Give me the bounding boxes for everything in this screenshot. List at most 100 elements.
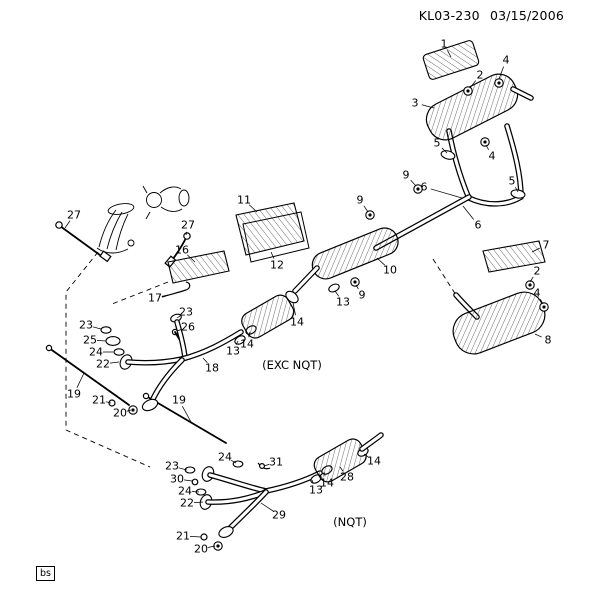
callout-leader-12 [270, 251, 275, 259]
callout-20: 20 [113, 407, 127, 420]
callout-leader-14 [363, 453, 369, 458]
rear-muffler-right-assembly [452, 280, 549, 355]
callout-leader-4 [540, 298, 544, 305]
hanger-grommet-4b [480, 137, 490, 147]
callout-25: 25 [83, 334, 97, 347]
callout-26: 26 [181, 321, 195, 334]
callout-leader-5 [515, 186, 519, 193]
callout-23: 23 [179, 306, 193, 319]
callout-6: 6 [475, 219, 482, 232]
callout-16: 16 [175, 244, 189, 257]
hanger-grommet-2b [525, 280, 535, 290]
callout-leader-21 [189, 536, 202, 538]
callout-4: 4 [489, 150, 496, 163]
document-date: 03/15/2006 [489, 8, 564, 23]
callout-22: 22 [96, 358, 110, 371]
callout-30: 30 [170, 473, 184, 486]
gasket-13a [328, 283, 340, 293]
hanger-grommet-4c [539, 302, 549, 312]
front-pipe-assembly-exc-nqt [45, 294, 295, 444]
hanger-grommet-9c [350, 277, 360, 287]
bolt-19b [142, 392, 227, 444]
callout-leader-24 [230, 460, 237, 464]
callout-5: 5 [434, 137, 441, 150]
callout-leader-18 [202, 357, 208, 364]
callout-24: 24 [178, 485, 192, 498]
callout-leader-8 [534, 333, 542, 338]
heat-shield-7 [482, 240, 546, 273]
callout-27: 27 [67, 209, 81, 222]
callout-leader-20 [126, 409, 132, 412]
callout-leader-28 [339, 466, 344, 472]
document-number: KL03-230 [418, 8, 480, 23]
callout-leader-2 [469, 80, 477, 89]
callout-7: 7 [543, 239, 550, 252]
callout-leader-14 [248, 331, 251, 338]
callout-8: 8 [545, 334, 552, 347]
callout-20: 20 [194, 543, 208, 556]
callout-29: 29 [272, 509, 286, 522]
callout-leader-11 [248, 204, 258, 213]
callout-leader-14 [323, 471, 326, 477]
callout-leader-4 [498, 66, 504, 80]
manifold-sketch-b [142, 185, 190, 220]
bolt-19a [45, 344, 130, 406]
callout-leader-5 [441, 147, 448, 154]
hanger-grommet-2a [463, 86, 473, 96]
callout-24: 24 [218, 451, 232, 464]
rear-muffler-left-assembly [413, 40, 534, 207]
callout-12: 12 [270, 259, 284, 272]
callout-21: 21 [92, 394, 106, 407]
seal-ring-23c [184, 466, 196, 474]
variant-label-exc-nqt: (EXC NQT) [262, 358, 322, 372]
callout-13: 13 [226, 345, 240, 358]
callout-leader-6 [462, 205, 474, 220]
document-header: KL03-230 03/15/2006 [413, 8, 564, 23]
callout-leader-20 [207, 545, 216, 548]
callout-leader-21 [105, 401, 112, 404]
clamp-5a [440, 150, 456, 160]
gasket-24a [113, 348, 125, 356]
drafter-initials: bs [40, 568, 51, 579]
callout-leader-23 [176, 315, 181, 319]
callout-leader-23 [92, 326, 102, 330]
callout-leader-4 [485, 144, 489, 151]
callout-leader-2 [529, 276, 534, 283]
seal-ring-23a [100, 326, 112, 334]
heat-shield-1 [422, 40, 480, 80]
callout-leader-30 [183, 479, 193, 482]
callout-leader-25 [96, 340, 107, 342]
variant-label-nqt: (NQT) [333, 515, 367, 529]
callout-2: 2 [477, 69, 484, 82]
callout-leader-9 [355, 284, 359, 290]
heat-shield-upper-11 [235, 202, 305, 256]
callout-14: 14 [290, 316, 304, 329]
callout-21: 21 [176, 530, 190, 543]
callout-leader-17 [161, 294, 169, 297]
callout-leader-31 [263, 463, 270, 467]
callout-9: 9 [359, 289, 366, 302]
callout-leader-19 [182, 405, 192, 423]
callout-1: 1 [441, 38, 448, 51]
bolt-21b [200, 533, 208, 541]
callout-leader-23 [178, 467, 188, 471]
callout-leader-9 [410, 179, 417, 187]
callout-2: 2 [534, 265, 541, 278]
callout-leader-6 [430, 188, 463, 199]
callout-14: 14 [367, 455, 381, 468]
callout-leader-27 [64, 220, 71, 229]
callout-4: 4 [534, 287, 541, 300]
callout-9: 9 [357, 194, 364, 207]
callout-31: 31 [269, 456, 283, 469]
downpipe-flange [141, 398, 159, 412]
bolt-21a [108, 399, 116, 407]
callout-28: 28 [340, 471, 354, 484]
callout-13: 13 [336, 296, 350, 309]
callout-leader-16 [186, 254, 196, 263]
callout-leader-13 [235, 340, 239, 345]
callout-leader-22 [193, 501, 204, 503]
callout-6: 6 [421, 181, 428, 194]
hanger-grommet-9b [365, 210, 375, 220]
callout-leader-13 [311, 479, 314, 484]
